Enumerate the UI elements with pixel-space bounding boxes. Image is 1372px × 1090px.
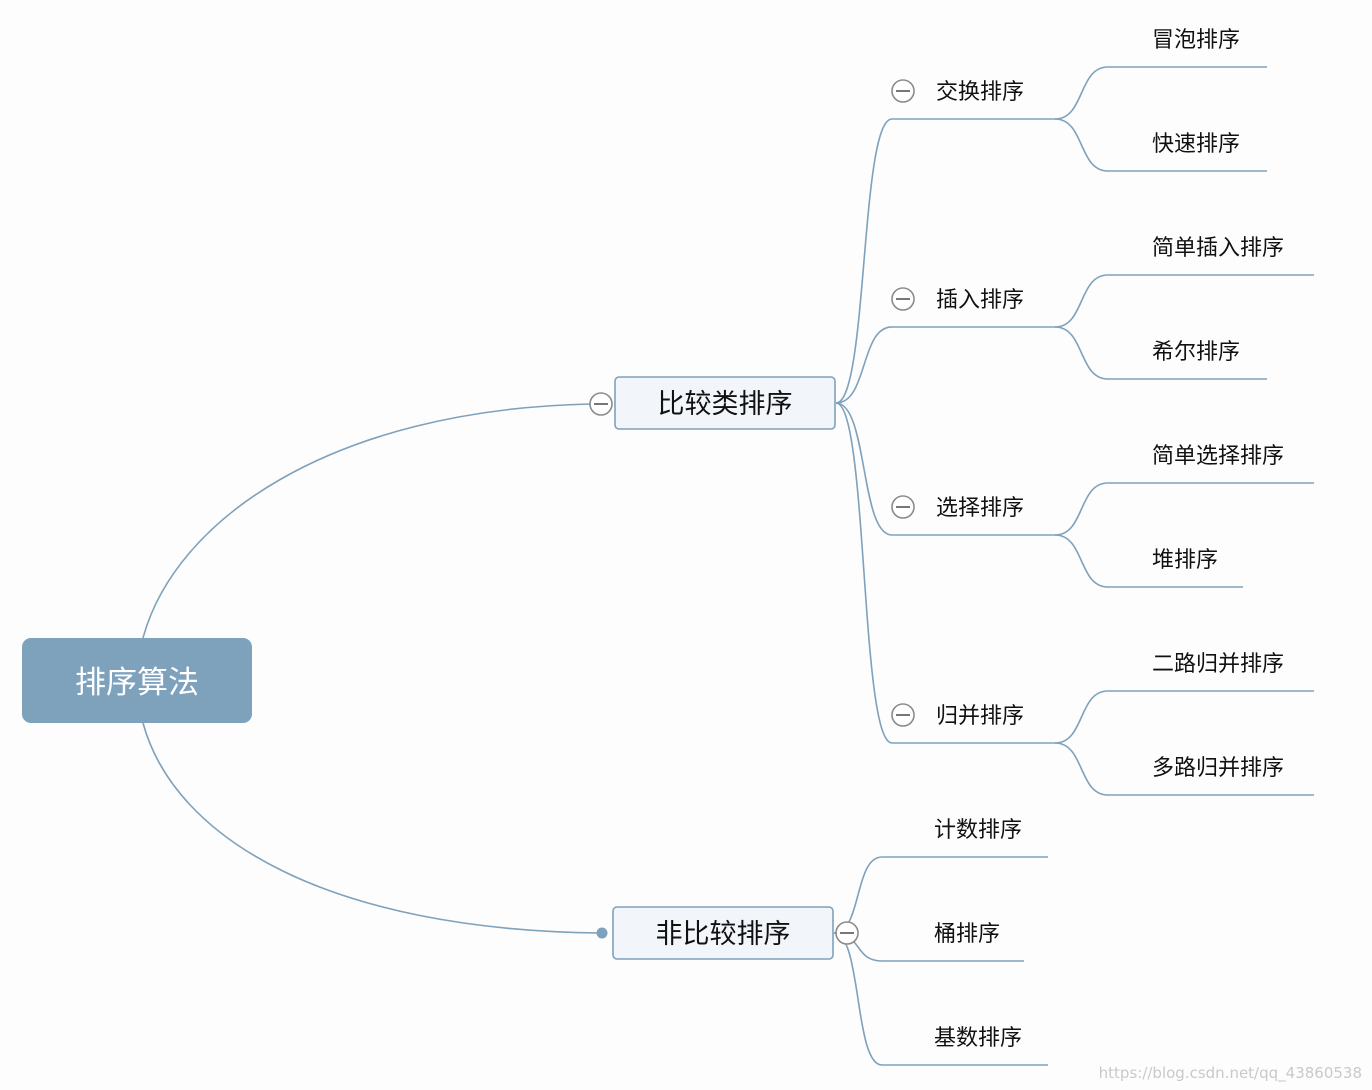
branch-node-comparison-sort[interactable]: 比较类排序 — [614, 376, 836, 430]
topic-exchange-sort-label: 交换排序 — [936, 80, 1024, 105]
collapse-minus-icon[interactable] — [891, 287, 915, 311]
collapse-minus-icon[interactable] — [589, 392, 613, 416]
connector-comparison-to-selection — [835, 402, 893, 536]
leaf-quick-sort[interactable]: 快速排序 — [1152, 132, 1240, 157]
topic-bucket-sort[interactable]: 桶排序 — [934, 922, 1000, 947]
connector-insertion-to-simple — [1054, 274, 1109, 328]
topic-insertion-sort[interactable]: 插入排序 — [891, 287, 1024, 313]
collapse-minus-icon[interactable] — [891, 79, 915, 103]
expand-dot-icon[interactable] — [596, 927, 608, 939]
leaf-heap-sort[interactable]: 堆排序 — [1152, 548, 1218, 573]
connector-selection-to-simple — [1054, 482, 1109, 536]
connector-selection-to-heap — [1054, 534, 1109, 588]
connector-merge-to-twoway — [1054, 690, 1109, 744]
connector-comparison-to-merge — [835, 402, 893, 744]
root-node-label: 排序算法 — [75, 665, 199, 701]
topic-exchange-sort[interactable]: 交换排序 — [891, 79, 1024, 105]
topic-selection-sort[interactable]: 选择排序 — [891, 495, 1024, 521]
leaf-simple-selection-sort[interactable]: 简单选择排序 — [1152, 444, 1284, 469]
branch-node-non-comparison-sort[interactable]: 非比较排序 — [612, 906, 834, 960]
topic-counting-sort[interactable]: 计数排序 — [934, 818, 1022, 843]
leaf-simple-insertion-sort[interactable]: 简单插入排序 — [1152, 236, 1284, 261]
connector-root-to-noncomparison — [142, 722, 601, 934]
connector-noncomparison-to-radix — [833, 932, 883, 1066]
connector-comparison-to-exchange — [835, 118, 893, 404]
leaf-shell-sort[interactable]: 希尔排序 — [1152, 340, 1240, 365]
leaf-two-way-merge-sort[interactable]: 二路归并排序 — [1152, 652, 1284, 677]
topic-merge-sort-label: 归并排序 — [936, 704, 1024, 729]
leaf-bubble-sort[interactable]: 冒泡排序 — [1152, 28, 1240, 53]
connector-exchange-to-bubble — [1054, 66, 1109, 120]
branch-node-comparison-sort-label: 比较类排序 — [658, 389, 793, 420]
connector-comparison-to-insertion — [835, 326, 893, 404]
watermark-text: https://blog.csdn.net/qq_43860538 — [1099, 1064, 1362, 1083]
branch-node-non-comparison-sort-label: 非比较排序 — [656, 919, 791, 950]
connector-merge-to-multiway — [1054, 742, 1109, 796]
leaf-multi-way-merge-sort[interactable]: 多路归并排序 — [1152, 756, 1284, 781]
collapse-minus-icon[interactable] — [891, 495, 915, 519]
topic-radix-sort[interactable]: 基数排序 — [934, 1026, 1022, 1051]
connector-exchange-to-quick — [1054, 118, 1109, 172]
topic-merge-sort[interactable]: 归并排序 — [891, 703, 1024, 729]
topic-selection-sort-label: 选择排序 — [936, 496, 1024, 521]
connector-noncomparison-to-counting — [833, 856, 883, 934]
collapse-minus-icon[interactable] — [835, 921, 859, 945]
topic-insertion-sort-label: 插入排序 — [936, 288, 1024, 313]
root-node[interactable]: 排序算法 — [22, 638, 252, 723]
connector-insertion-to-shell — [1054, 326, 1109, 380]
collapse-minus-icon[interactable] — [891, 703, 915, 727]
connector-root-to-comparison — [142, 403, 591, 639]
